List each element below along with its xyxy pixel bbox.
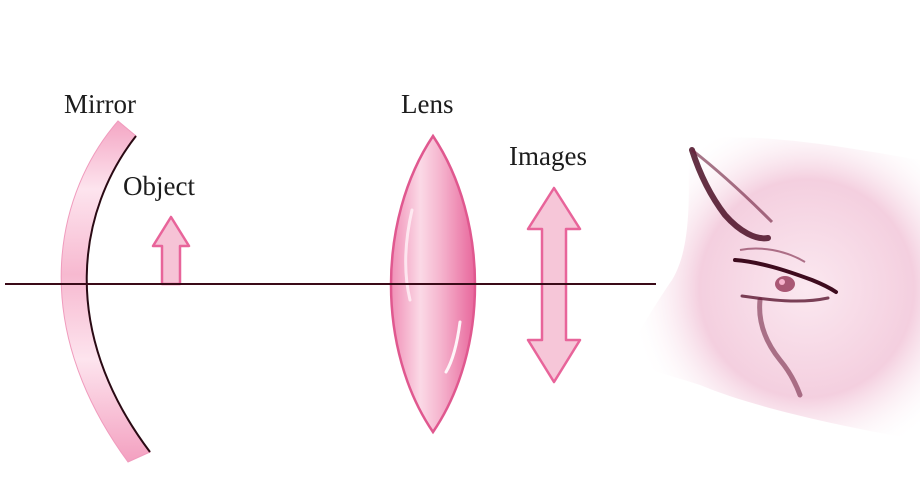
lens-label: Lens — [401, 91, 453, 118]
object-arrow-icon — [153, 217, 189, 284]
object-label: Object — [123, 173, 195, 200]
mirror-label: Mirror — [64, 91, 136, 118]
eye-icon — [622, 137, 920, 440]
images-label: Images — [509, 143, 587, 170]
